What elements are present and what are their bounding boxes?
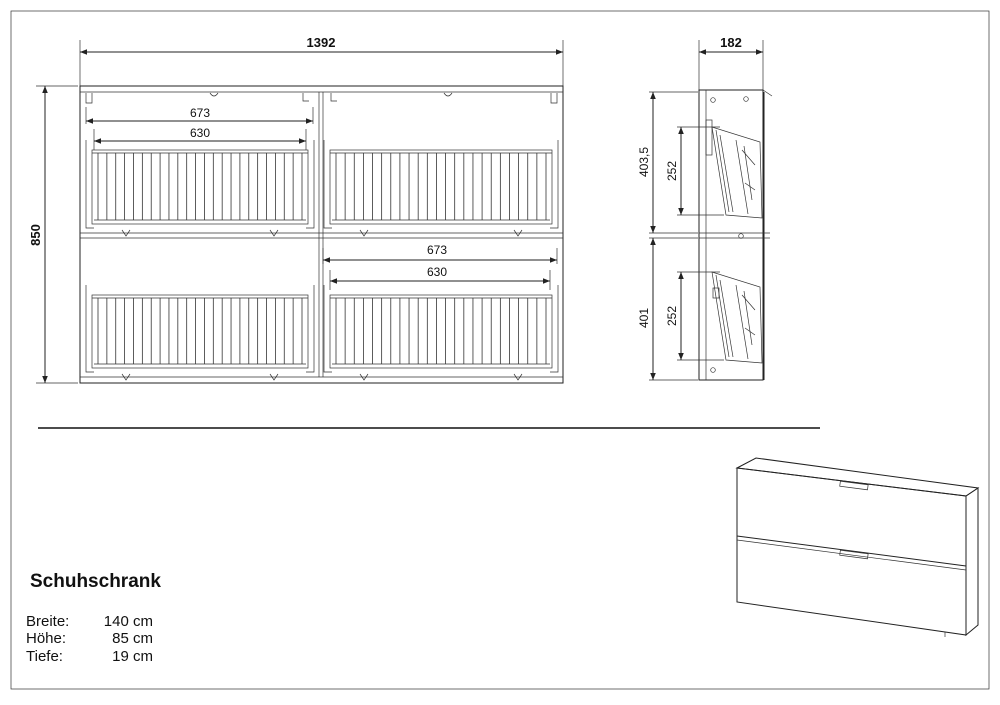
spec-list: Breite: 140 cm Höhe: 85 cm Tiefe: 19 cm (26, 613, 153, 665)
top-rack-width-label: 630 (190, 126, 210, 140)
shoe-rack-top-left (85, 140, 315, 237)
side-rack-upper (705, 119, 763, 219)
overall-height-label: 850 (28, 224, 43, 246)
door-handle-top (839, 480, 869, 491)
front-view: 1392 850 673 630 67 (28, 35, 564, 384)
spec-value-depth: 19 cm (112, 648, 153, 665)
side-view: 182 403,5 252 401 252 (637, 35, 773, 381)
door-handle-bottom (839, 549, 869, 560)
shoe-rack-bottom-left (85, 285, 315, 381)
cabinet-side-outline (698, 89, 764, 381)
lower-height-label: 401 (637, 308, 651, 328)
spec-label-depth: Tiefe: (26, 648, 63, 665)
upper-rack-height-label: 252 (665, 161, 679, 181)
spec-value-height: 85 cm (112, 630, 153, 647)
top-inner-width-label: 673 (190, 106, 210, 120)
spec-label-width: Breite: (26, 613, 69, 630)
cabinet-front-outline (79, 85, 564, 384)
bottom-inner-width-label: 673 (427, 243, 447, 257)
sheet-border (10, 10, 990, 690)
overall-width-label: 1392 (307, 35, 336, 50)
product-name: Schuhschrank (30, 571, 161, 592)
spec-value-width: 140 cm (104, 613, 153, 630)
shoe-rack-top-right (323, 140, 559, 237)
shoe-rack-bottom-right (323, 285, 559, 381)
depth-label: 182 (720, 35, 742, 50)
perspective-view (735, 457, 980, 637)
lower-rack-height-label: 252 (665, 306, 679, 326)
upper-height-label: 403,5 (637, 147, 651, 177)
spec-label-height: Höhe: (26, 630, 66, 647)
bottom-rack-width-label: 630 (427, 265, 447, 279)
side-rack-lower (711, 271, 763, 364)
